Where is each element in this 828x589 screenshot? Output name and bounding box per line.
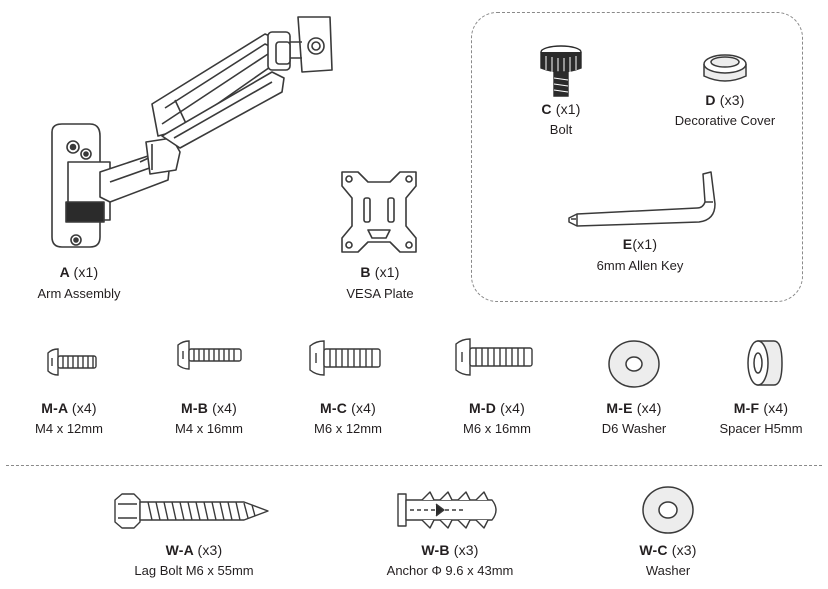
part-m-b-letter: M-B [180, 400, 209, 416]
part-a-quantity: (x1) [73, 264, 99, 280]
part-w-b-letter: W-B [421, 542, 450, 558]
part-w-a-description: Lag Bolt M6 x 55mm [134, 563, 254, 578]
part-m-a-letter: M-A [41, 400, 68, 416]
part-m-e-letter: M-E [606, 400, 633, 416]
screw-m-b-icon [177, 340, 242, 370]
part-a-description: Arm Assembly [37, 286, 121, 301]
washer-w-c-icon [642, 486, 694, 534]
part-w-a-quantity: (x3) [197, 542, 223, 558]
part-c-description: Bolt [549, 122, 573, 137]
lag-bolt-icon [114, 493, 269, 529]
part-w-b-description: Anchor Φ 9.6 x 43mm [386, 563, 514, 578]
part-m-f-description: Spacer H5mm [719, 421, 803, 436]
accessory-group-border [471, 12, 803, 302]
wall-anchor-icon [397, 491, 497, 529]
part-d-description: Decorative Cover [674, 113, 776, 128]
part-m-d-description: M6 x 16mm [463, 421, 531, 436]
part-b-description: VESA Plate [346, 286, 414, 301]
part-b-code: B (x1) [360, 264, 399, 280]
part-d-code: D (x3) [705, 92, 744, 108]
part-m-a-code: M-A (x4) [41, 400, 97, 416]
part-m-f-quantity: (x4) [763, 400, 789, 416]
part-m-c-quantity: (x4) [351, 400, 377, 416]
part-c-quantity: (x1) [555, 101, 581, 117]
part-c-code: C (x1) [541, 101, 580, 117]
part-w-c-quantity: (x3) [671, 542, 697, 558]
cap-cover-icon [703, 54, 747, 82]
part-a-code: A (x1) [60, 264, 99, 280]
screw-m-d-icon [455, 338, 533, 376]
part-m-b-description: M4 x 16mm [175, 421, 243, 436]
part-m-c-letter: M-C [319, 400, 348, 416]
part-w-c-description: Washer [645, 563, 691, 578]
part-w-b-code: W-B (x3) [421, 542, 478, 558]
part-m-d-code: M-D (x4) [469, 400, 525, 416]
section-divider [6, 465, 822, 466]
part-m-c-code: M-C (x4) [320, 400, 376, 416]
part-m-b-quantity: (x4) [212, 400, 238, 416]
arm-assembly-icon [51, 16, 333, 248]
part-w-c-letter: W-C [639, 542, 668, 558]
spacer-m-f-icon [747, 340, 783, 386]
washer-m-e-icon [608, 340, 660, 388]
part-b-letter: B [360, 264, 371, 280]
screw-m-c-icon [309, 340, 381, 376]
part-m-c-description: M6 x 12mm [314, 421, 382, 436]
part-m-d-letter: M-D [468, 400, 497, 416]
part-w-b-quantity: (x3) [453, 542, 479, 558]
knob-bolt-icon [540, 45, 582, 97]
part-d-letter: D [705, 92, 716, 108]
part-m-a-description: M4 x 12mm [35, 421, 103, 436]
part-m-a-quantity: (x4) [71, 400, 97, 416]
part-e-description: 6mm Allen Key [596, 258, 684, 273]
screw-m-a-icon [47, 348, 97, 376]
part-w-c-code: W-C (x3) [639, 542, 696, 558]
part-m-e-description: D6 Washer [601, 421, 667, 436]
part-w-a-code: W-A (x3) [166, 542, 223, 558]
part-m-e-code: M-E (x4) [606, 400, 661, 416]
part-d-quantity: (x3) [719, 92, 745, 108]
part-m-e-quantity: (x4) [636, 400, 662, 416]
part-a-letter: A [59, 264, 70, 280]
part-m-d-quantity: (x4) [500, 400, 526, 416]
part-b-quantity: (x1) [374, 264, 400, 280]
part-m-f-code: M-F (x4) [734, 400, 789, 416]
part-m-f-letter: M-F [733, 400, 760, 416]
part-e-code: E(x1) [623, 236, 657, 252]
part-e-letter: E [622, 236, 633, 252]
vesa-plate-icon [341, 171, 417, 253]
part-e-quantity: (x1) [632, 236, 658, 252]
part-m-b-code: M-B (x4) [181, 400, 237, 416]
allen-key-icon [568, 171, 716, 227]
part-c-letter: C [541, 101, 552, 117]
part-w-a-letter: W-A [165, 542, 194, 558]
